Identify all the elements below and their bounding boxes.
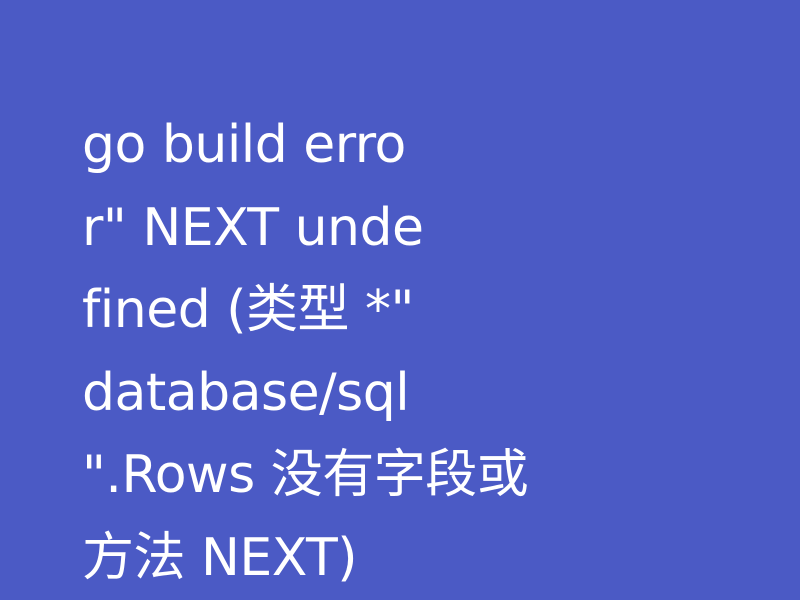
title-line-4: database/sql [82, 362, 410, 423]
title-text-block: go build erro r" NEXT unde fined (类型 *" … [82, 104, 602, 599]
title-line-6: 方法 NEXT) [82, 527, 358, 588]
title-line-1: go build erro [82, 115, 406, 175]
title-line-3: fined (类型 *" [82, 280, 414, 340]
title-line-5: ".Rows 没有字段或 [82, 445, 529, 505]
title-line-2: r" NEXT unde [82, 197, 424, 258]
